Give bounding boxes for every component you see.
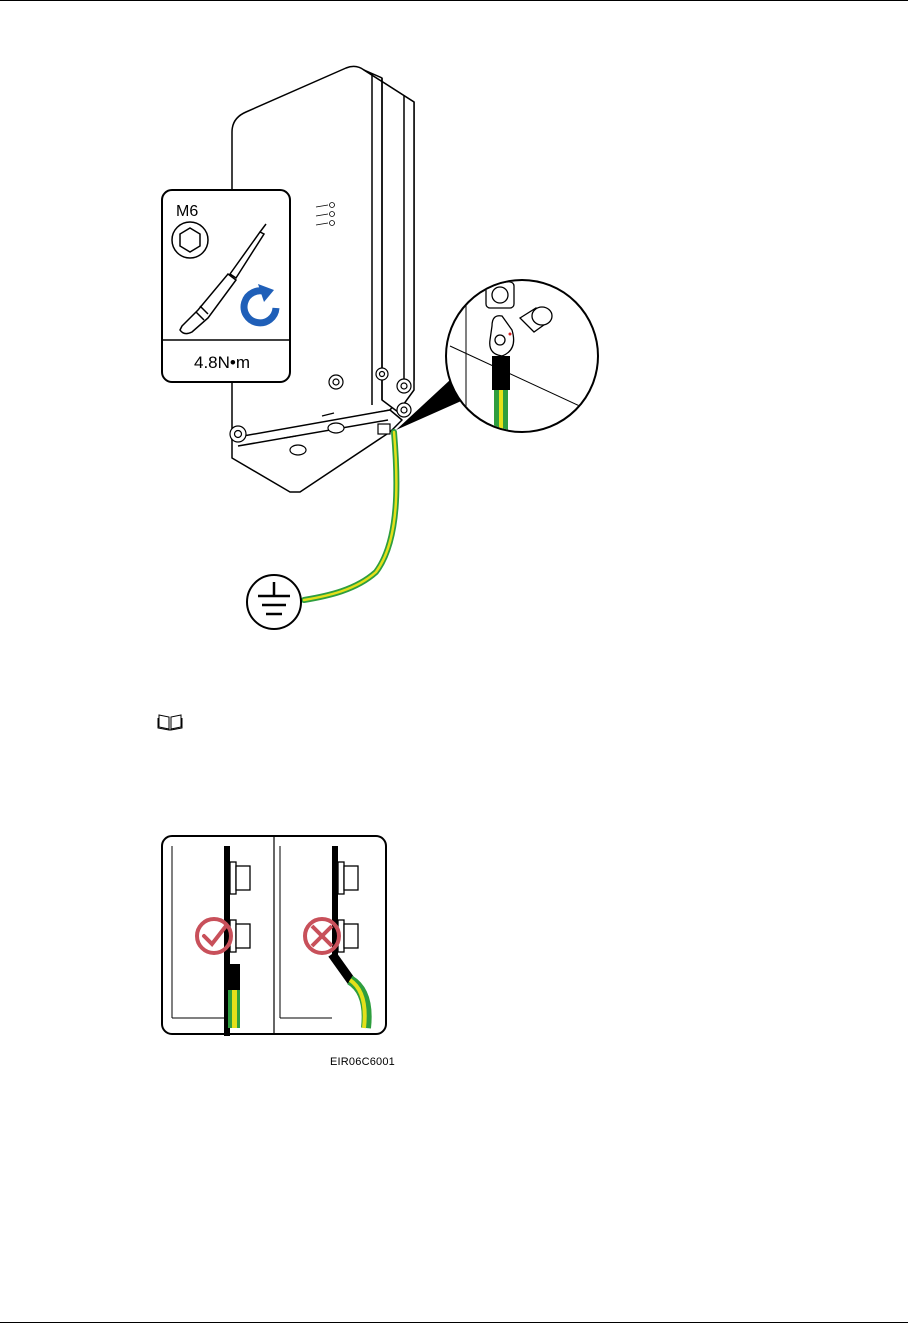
hex-bolt-icon xyxy=(172,222,208,258)
bolt-size-label: M6 xyxy=(176,203,198,220)
book-icon xyxy=(157,713,183,731)
zoomed-detail xyxy=(446,280,610,460)
figure-code: EIR06C6001 xyxy=(330,1056,395,1068)
header-rule xyxy=(0,0,908,1)
footer-rule xyxy=(0,1322,908,1323)
cable-routing-comparison-figure xyxy=(158,832,390,1040)
torque-label: 4.8N•m xyxy=(194,353,250,372)
ground-cable-installation-figure: M6 4.8N•m xyxy=(150,60,620,640)
ground-icon xyxy=(247,575,301,629)
